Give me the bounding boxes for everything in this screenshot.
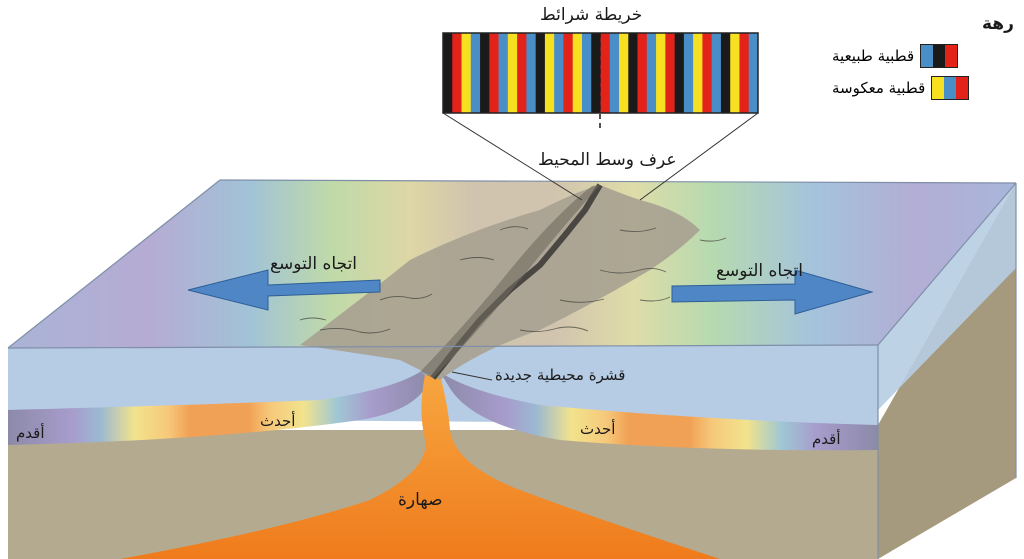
strip-map-stripe bbox=[507, 33, 518, 113]
strip-map-stripe bbox=[470, 33, 481, 113]
spreading-arrow-left bbox=[187, 269, 381, 311]
strip-map-stripe bbox=[517, 33, 527, 113]
strip-map-stripe bbox=[739, 33, 750, 113]
older-label-right: أقدم bbox=[812, 430, 841, 448]
strip-map-stripe bbox=[720, 33, 731, 113]
strip-map-stripe bbox=[683, 33, 694, 113]
strip-map-stripe bbox=[572, 33, 583, 113]
strip-map-stripe bbox=[452, 33, 462, 113]
legend-swatch-color bbox=[945, 45, 958, 67]
strip-map-stripe bbox=[748, 33, 759, 113]
strip-map-stripe bbox=[674, 33, 685, 113]
strip-map-stripe bbox=[646, 33, 657, 113]
magma-label: صهارة bbox=[398, 490, 443, 510]
strip-map bbox=[443, 33, 759, 113]
ridge-shading bbox=[420, 185, 600, 378]
legend-label-reversed: قطبية معكوسة bbox=[832, 79, 926, 97]
strip-map-stripe bbox=[628, 33, 638, 113]
legend-item-normal: قطبية طبيعية bbox=[832, 44, 959, 68]
crust-band-right bbox=[440, 372, 878, 451]
new-crust-leader bbox=[451, 371, 493, 381]
crust-band-left bbox=[8, 372, 430, 445]
spreading-label-left: اتجاه التوسع bbox=[270, 254, 358, 274]
legend-swatch-color bbox=[932, 77, 945, 99]
strip-map-title: خريطة شرائط bbox=[540, 5, 643, 25]
strip-map-stripe bbox=[535, 33, 546, 113]
legend-item-reversed: قطبية معكوسة bbox=[832, 76, 970, 100]
strip-map-stripe bbox=[498, 33, 509, 113]
legend-swatch-color bbox=[921, 45, 934, 67]
strip-map-stripe bbox=[730, 33, 740, 113]
strip-map-stripe bbox=[563, 33, 573, 113]
spreading-arrow-right bbox=[671, 269, 874, 315]
legend-swatch-reversed bbox=[931, 76, 970, 100]
new-crust-label: قشرة محيطية جديدة bbox=[495, 366, 626, 384]
younger-label-right: أحدث bbox=[580, 420, 616, 438]
strip-map-stripe bbox=[443, 33, 453, 113]
strip-map-stripe bbox=[656, 33, 666, 113]
magma-plume bbox=[120, 375, 720, 559]
strip-map-stripe bbox=[480, 33, 490, 113]
strip-map-stripe bbox=[581, 33, 592, 113]
strip-map-stripe bbox=[637, 33, 648, 113]
leader-right bbox=[639, 112, 759, 201]
strip-map-stripe bbox=[544, 33, 555, 113]
strip-map-stripe bbox=[489, 33, 499, 113]
strip-map-stripe bbox=[702, 33, 712, 113]
strip-map-stripe bbox=[526, 33, 536, 113]
legend-swatch-normal bbox=[920, 44, 959, 68]
leader-left bbox=[442, 112, 583, 201]
strip-map-stripe bbox=[693, 33, 703, 113]
younger-label-left: أحدث bbox=[260, 412, 296, 430]
legend-swatch-color bbox=[944, 77, 957, 99]
legend-label-normal: قطبية طبيعية bbox=[832, 47, 915, 65]
spreading-label-right: اتجاه التوسع bbox=[716, 261, 804, 281]
strip-map-stripe bbox=[609, 33, 620, 113]
strip-map-stripe bbox=[711, 33, 722, 113]
strip-map-stripe bbox=[600, 33, 611, 113]
ridge-label: عرف وسط المحيط bbox=[538, 150, 677, 170]
legend-title: رهة bbox=[982, 14, 1014, 34]
strip-map-stripe bbox=[619, 33, 629, 113]
older-label-left: أقدم bbox=[16, 424, 45, 442]
block-side-water bbox=[878, 183, 1016, 410]
strip-map-stripe bbox=[461, 33, 472, 113]
block-outline bbox=[7, 179, 1017, 559]
strip-map-stripe bbox=[591, 33, 601, 113]
legend-swatch-color bbox=[956, 77, 969, 99]
strip-map-stripe bbox=[665, 33, 675, 113]
fault-lines bbox=[299, 226, 727, 334]
legend-swatch-color bbox=[933, 45, 946, 67]
strip-map-stripe bbox=[554, 33, 564, 113]
